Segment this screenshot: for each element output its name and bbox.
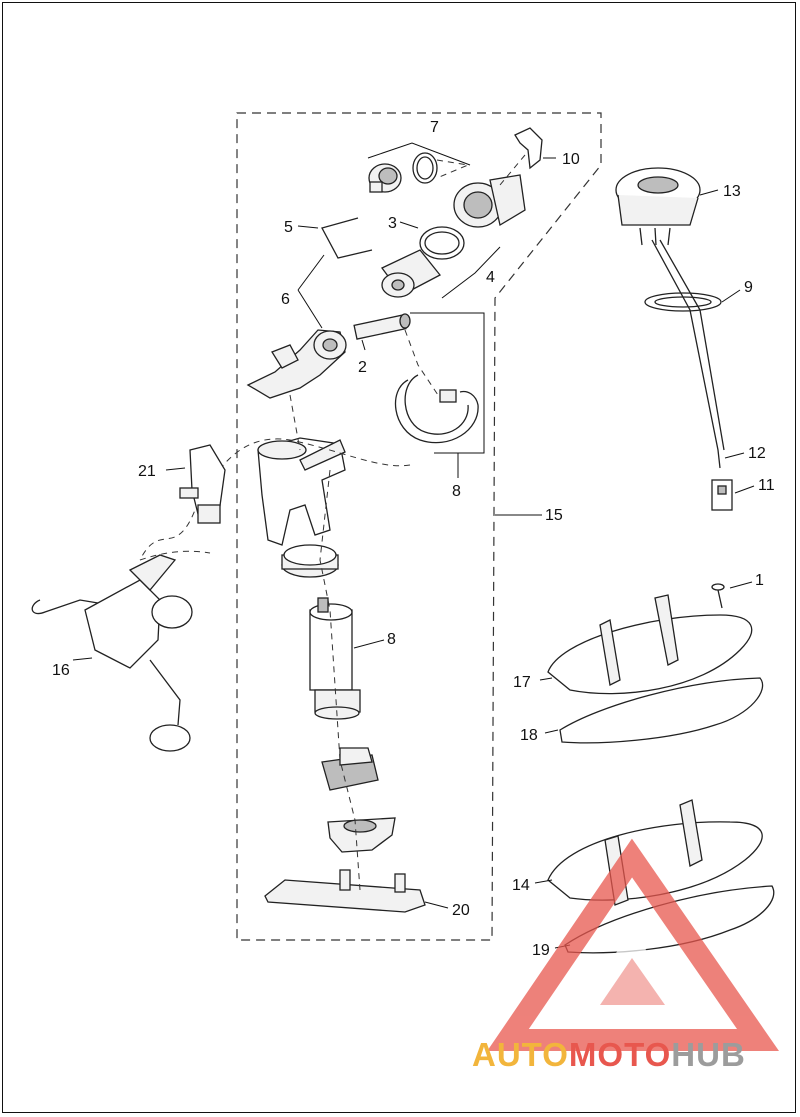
part-ring-nut xyxy=(281,544,339,578)
part-11-terminal-pin xyxy=(717,485,727,495)
callout-1: 1 xyxy=(755,572,764,589)
callout-4: 4 xyxy=(486,269,495,286)
part-8-hose-inner xyxy=(404,374,469,435)
callout-21: 21 xyxy=(138,463,156,480)
watermark-logo-text: AUTOMOTOHUB xyxy=(472,1036,746,1074)
callout-3: 3 xyxy=(388,215,397,232)
callout-8-lower: 8 xyxy=(387,631,396,648)
callout-17: 17 xyxy=(513,674,531,691)
part-1-screw xyxy=(711,583,725,609)
callout-20: 20 xyxy=(452,902,470,919)
part-11-terminal xyxy=(711,479,733,511)
callout-2: 2 xyxy=(358,359,367,376)
part-8-fuel-pump xyxy=(309,597,361,720)
triangle-warning-icon xyxy=(487,838,779,1051)
part-20-strainer xyxy=(264,869,426,913)
part-7-valve xyxy=(368,152,470,193)
part-6-bracket xyxy=(246,329,347,399)
callout-5: 5 xyxy=(284,219,293,236)
callout-6: 6 xyxy=(281,291,290,308)
callout-16: 16 xyxy=(52,662,70,679)
bracket-axis-dash xyxy=(289,394,301,451)
logo-word-hub: HUB xyxy=(671,1036,746,1073)
part-18-gasket xyxy=(559,677,764,744)
callout-7: 7 xyxy=(430,119,439,136)
part-filter-housing xyxy=(453,174,526,228)
part-3-oring-inner xyxy=(424,231,460,255)
part-12-wire-b xyxy=(659,239,725,451)
part-21-connector xyxy=(179,444,226,524)
part-4-fuel-filter xyxy=(381,249,441,298)
callout-13: 13 xyxy=(723,183,741,200)
part-13-cap xyxy=(615,167,701,246)
callout-9: 9 xyxy=(744,279,753,296)
part-12-wire xyxy=(651,239,721,469)
callout-15: 15 xyxy=(545,507,563,524)
logo-word-auto: AUTO xyxy=(472,1036,569,1073)
part-2-fitting xyxy=(353,313,411,340)
logo-word-moto: MOTO xyxy=(568,1036,672,1073)
part-pump-bracket xyxy=(257,437,346,546)
part-16-level-sender xyxy=(31,550,211,752)
hose-dash xyxy=(404,329,441,399)
part-9-gasket-inner xyxy=(654,296,712,308)
callout-8-upper: 8 xyxy=(452,483,461,500)
part-5-retainer xyxy=(321,217,373,259)
part-8-hose xyxy=(394,379,479,444)
part-10-clip xyxy=(514,127,543,170)
assembly-boundary xyxy=(236,112,602,941)
part-17-cover-plate xyxy=(547,594,753,695)
part-8-hose-end xyxy=(439,389,457,403)
callout-10: 10 xyxy=(562,151,580,168)
part-strainer-clip xyxy=(321,747,379,791)
center-axis-dash xyxy=(319,469,361,891)
callout-18: 18 xyxy=(520,727,538,744)
callout-11: 11 xyxy=(758,477,775,494)
callout-19: 19 xyxy=(532,942,550,959)
callout-12: 12 xyxy=(748,445,766,462)
part-strainer-cup xyxy=(327,817,396,853)
callout-14: 14 xyxy=(512,877,530,894)
